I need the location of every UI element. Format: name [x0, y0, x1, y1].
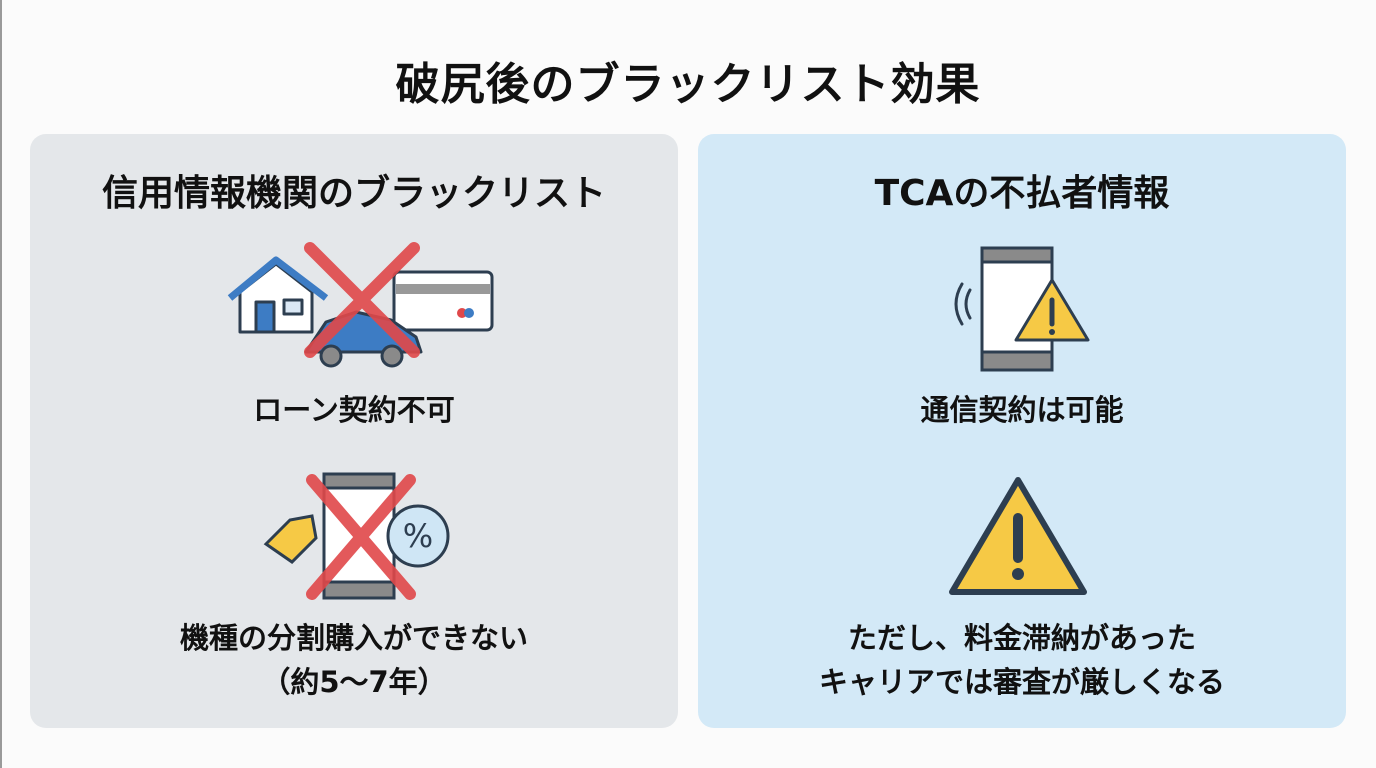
caption-line-2: キャリアでは審査が厳しくなる [818, 665, 1225, 699]
phone-signal-warning-icon [954, 246, 1090, 372]
panel-heading: 信用情報機関のブラックリスト [101, 173, 606, 214]
house-car-card-crossed-icon [227, 242, 494, 368]
panel-heading: TCAの不払者情報 [874, 173, 1170, 214]
loan-caption: ローン契約不可 [253, 393, 455, 427]
telecom-caption: 通信契約は可能 [920, 393, 1124, 427]
caption-line-2: （約5〜7年） [261, 665, 447, 699]
screening-caption: ただし、料金滞納があった キャリアでは審査が厳しくなる [698, 616, 1346, 704]
credit-bureau-panel: 信用情報機関のブラックリスト ローン契約不可 % [30, 134, 678, 728]
tca-panel: TCAの不払者情報 通信契約は可能 ただし、料金滞納があった キャリアでは審査が… [698, 134, 1346, 728]
page-title: 破尻後のブラックリスト効果 [395, 59, 981, 110]
caption-line-1: 機種の分割購入ができない [179, 621, 528, 655]
svg-text:%: % [403, 517, 433, 555]
warning-icon [949, 477, 1087, 595]
caption-line-1: ただし、料金滞納があった [847, 621, 1196, 655]
installment-caption: 機種の分割購入ができない （約5〜7年） [30, 616, 678, 704]
phone-tag-percent-crossed-icon: % [263, 472, 450, 600]
